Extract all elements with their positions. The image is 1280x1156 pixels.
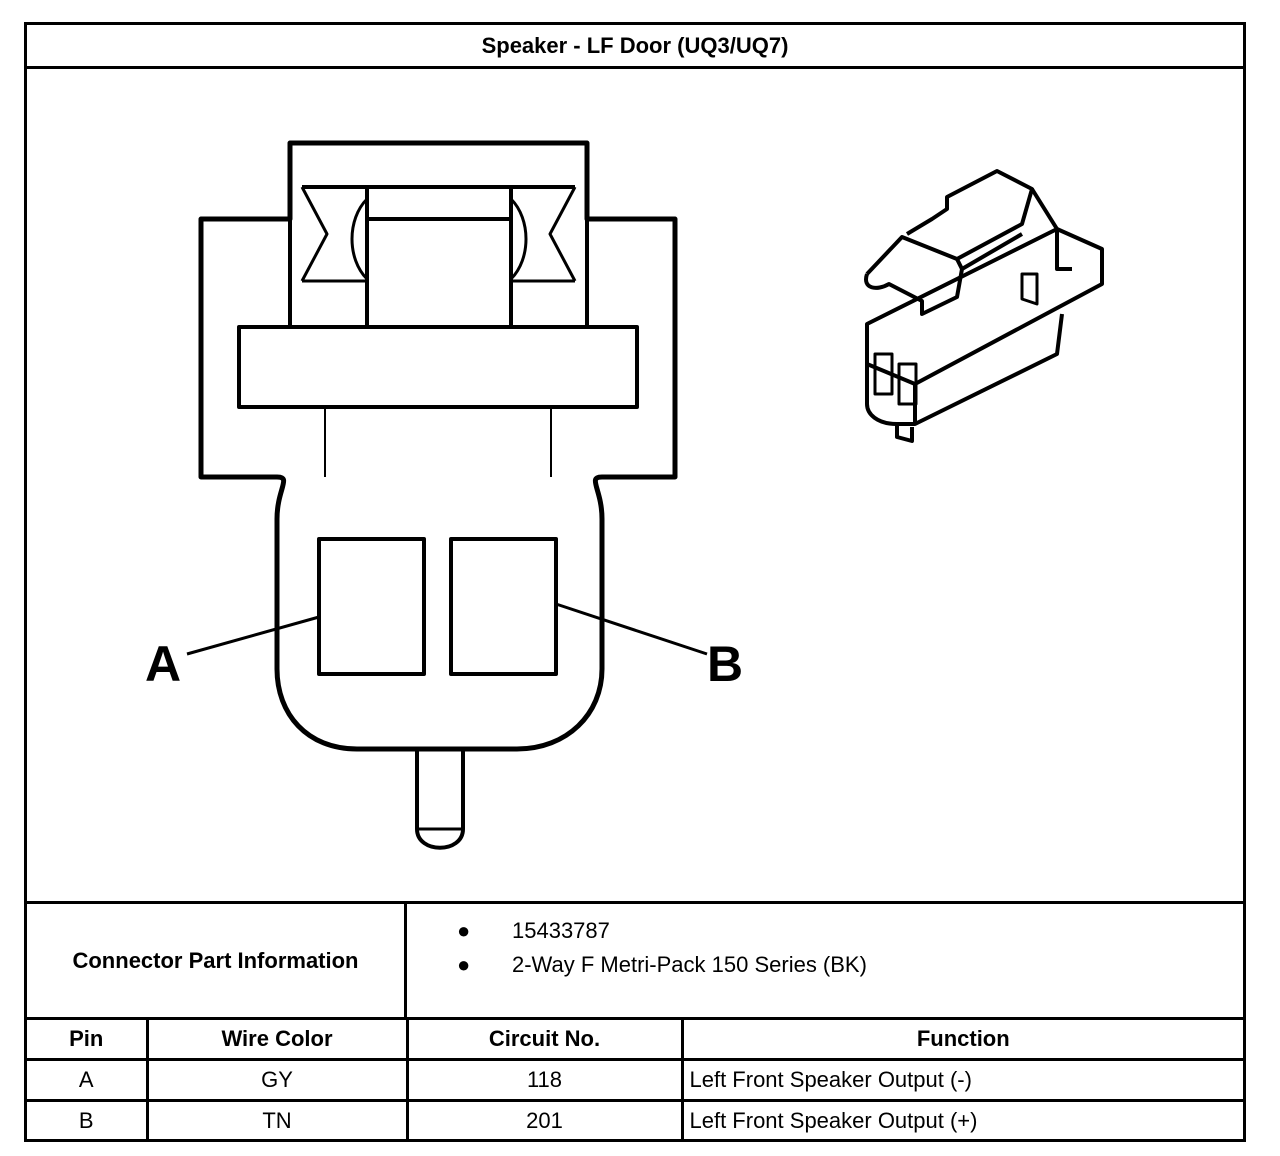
header-circuit-no: Circuit No. (407, 1020, 684, 1061)
pin-label-a: A (145, 636, 181, 692)
part-number: ● 15433787 (427, 914, 867, 948)
wire-color-cell: GY (147, 1059, 409, 1102)
connector-key (415, 749, 465, 850)
circuit-cell: 201 (407, 1100, 684, 1140)
part-info-label: Connector Part Information (27, 904, 407, 1017)
connector-face-view: A B (145, 140, 1104, 850)
header-wire-color: Wire Color (147, 1020, 409, 1061)
page-title: Speaker - LF Door (UQ3/UQ7) (27, 25, 1243, 69)
lock-tab-top (365, 185, 513, 221)
bullet-icon: ● (457, 952, 471, 977)
part-number-text: 15433787 (512, 918, 610, 943)
connector-series: ● 2-Way F Metri-Pack 150 Series (BK) (427, 948, 867, 982)
connector-body-outline (198, 140, 678, 752)
cavity-b (449, 537, 558, 676)
header-pin: Pin (27, 1020, 149, 1061)
connector-part-info: Connector Part Information ● 15433787 ● … (27, 901, 1243, 1020)
part-info-list: ● 15433787 ● 2-Way F Metri-Pack 150 Seri… (427, 914, 867, 982)
connector-isometric-view (864, 169, 1104, 443)
connector-series-text: 2-Way F Metri-Pack 150 Series (BK) (512, 952, 867, 977)
pin-cell: A (27, 1059, 149, 1102)
circuit-cell: 118 (407, 1059, 684, 1102)
pin-cell: B (27, 1100, 149, 1140)
table-row: A GY 118 Left Front Speaker Output (-) (27, 1059, 1243, 1102)
pin-label-b: B (707, 636, 743, 692)
bullet-icon: ● (457, 918, 471, 943)
pin-table: Pin Wire Color Circuit No. Function A GY… (27, 1020, 1243, 1140)
header-function: Function (682, 1020, 1243, 1061)
lock-left (288, 143, 369, 329)
function-cell: Left Front Speaker Output (+) (689, 1108, 978, 1133)
connector-sheet: Speaker - LF Door (UQ3/UQ7) (24, 22, 1246, 1142)
function-cell: Left Front Speaker Output (-) (682, 1059, 1243, 1102)
pin-table-header: Pin Wire Color Circuit No. Function (27, 1020, 1243, 1061)
cavity-a (317, 537, 426, 676)
connector-crossbar (237, 325, 639, 409)
wire-color-cell: TN (147, 1100, 409, 1140)
table-row: B TN 201 Left Front Speaker Output (+) (27, 1100, 1243, 1140)
connector-drawing: A B (27, 69, 1243, 901)
